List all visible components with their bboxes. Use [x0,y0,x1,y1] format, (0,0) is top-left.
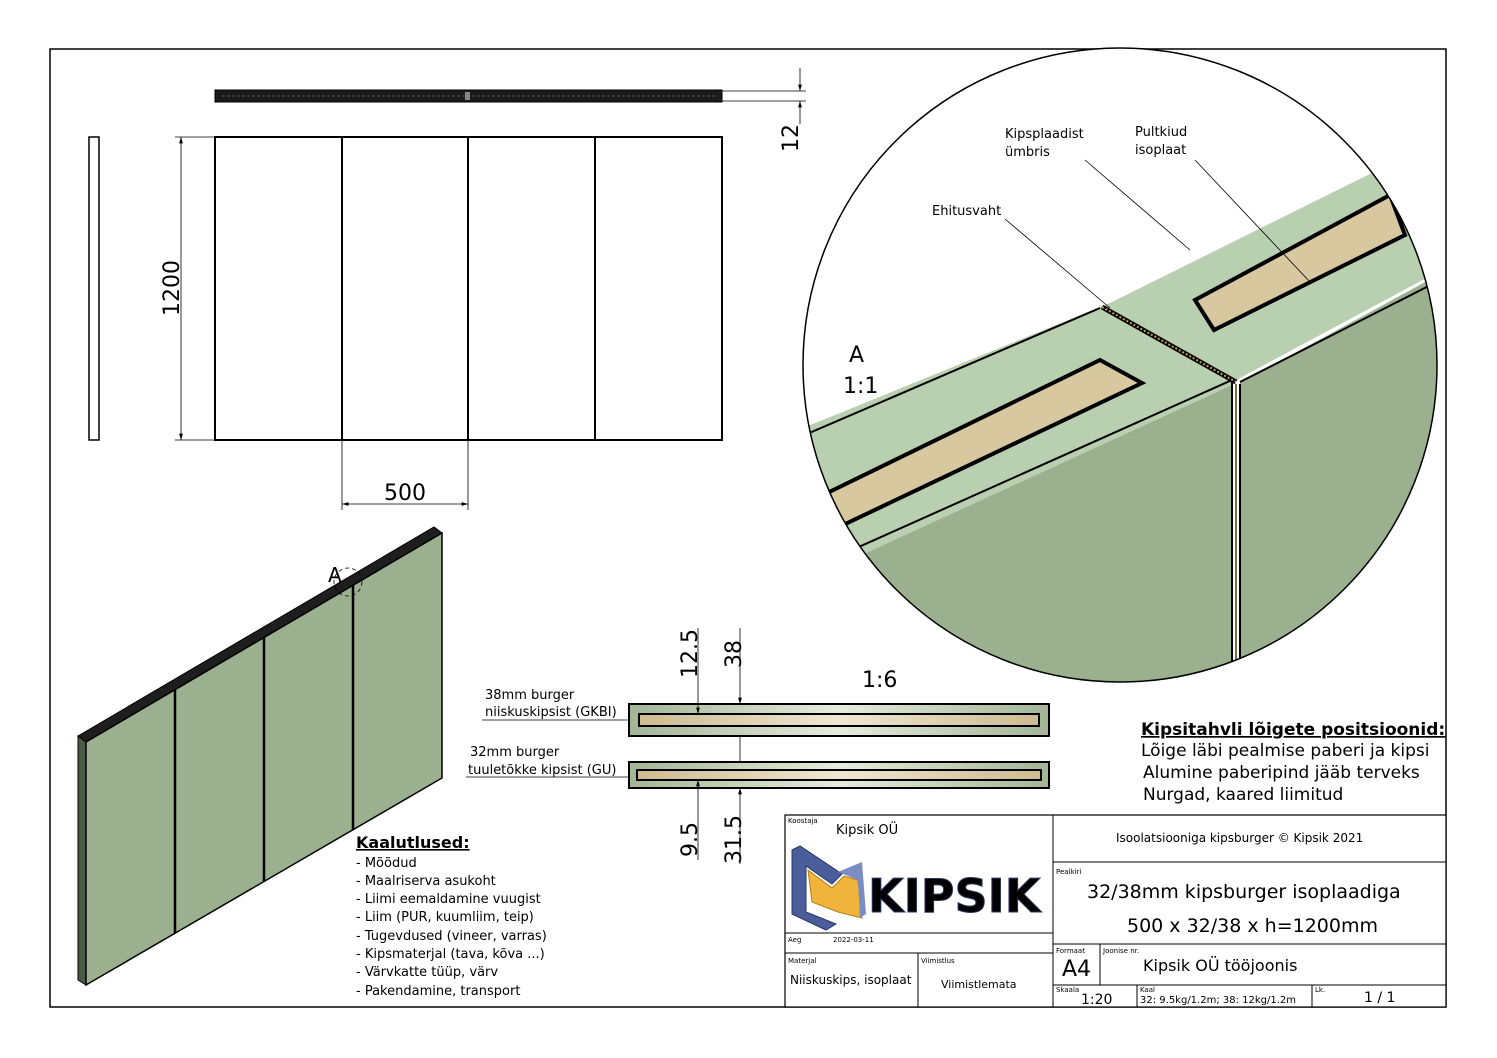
aeg-label: Aeg [788,936,801,944]
viimistlus-value: Viimistlemata [941,978,1017,991]
consideration-item: - Liim (PUR, kuumliim, teip) [356,910,534,925]
formaat-label: Formaat [1056,947,1085,955]
detail-scale: 1:1 [843,374,878,399]
koostaja-value: Kipsik OÜ [836,821,898,838]
kaal-label: Kaal [1140,986,1155,994]
consideration-item: - Tugevdused (vineer, varras) [356,929,547,944]
front-view: 1200 500 [160,136,723,510]
consideration-item: - Mõõdud [356,856,417,871]
section-scale: 1:6 [862,668,897,693]
kaal-value: 32: 9.5kg/1.2m; 38: 12kg/1.2m [1140,995,1296,1006]
skaala-label: Skaala [1056,986,1079,994]
drawing-frame [49,48,1447,1008]
callout-mark-a: A [328,563,342,587]
consideration-item: - Maalriserva asukoht [356,874,496,889]
title-line-2: 500 x 32/38 x h=1200mm [1127,915,1378,937]
leht-label: Lk. [1315,986,1325,994]
positions-line-2: Alumine paberipind jääb terveks [1143,763,1420,783]
top-view: 12 [214,68,806,152]
title-line-1: 32/38mm kipsburger isoplaadiga [1087,881,1401,903]
section-views: 1:6 38mm burger niiskuskipsist (GKBI) 32… [466,628,1050,864]
dim-bottom-b: 31.5 [722,815,747,864]
label-kipsplaadist-1: Kipsplaadist [1005,127,1084,142]
positions-line-1: Lõige läbi pealmise paberi ja kipsi [1141,741,1429,761]
dim-width: 500 [384,481,426,506]
dim-top-a: 12.5 [678,629,703,678]
materjal-label: Materjal [788,957,816,965]
burger38-2: niiskuskipsist (GKBI) [485,705,617,720]
pealkiri-label: Pealkiri [1056,868,1081,876]
viimistlus-label: Viimistlus [921,957,955,965]
consideration-item: - Värvkatte tüüp, värv [356,965,498,980]
skaala-value: 1:20 [1081,992,1112,1008]
dim-thickness: 12 [779,124,804,152]
kipsik-logo: KIPSIK [791,845,1043,931]
burger38-1: 38mm burger [485,688,575,703]
label-ehitusvaht: Ehitusvaht [932,204,1001,219]
positions-line-3: Nurgad, kaared liimitud [1143,785,1343,805]
dim-top-b: 38 [722,640,747,668]
header-text: Isoolatsiooniga kipsburger © Kipsik 2021 [1116,831,1363,845]
label-pultkiud-2: isoplaat [1135,143,1186,158]
dim-bottom-a: 9.5 [678,822,703,857]
joonise-value: Kipsik OÜ tööjoonis [1143,956,1297,975]
detail-label: A [849,343,864,368]
aeg-value: 2022-03-11 [833,936,874,944]
isometric-view: A [77,526,443,987]
positions-title: Kipsitahvli lõigete positsioonid: [1141,720,1445,740]
side-view [88,136,100,441]
koostaja-label: Koostaja [788,817,818,825]
label-kipsplaadist-2: ümbris [1005,145,1050,160]
considerations: Kaalutlused: - Mõõdud - Maalriserva asuk… [356,833,547,999]
considerations-title: Kaalutlused: [356,833,470,852]
burger32-1: 32mm burger [470,745,560,760]
logo-text: KIPSIK [868,869,1043,923]
consideration-item: - Liimi eemaldamine vuugist [356,892,541,907]
positions-note: Kipsitahvli lõigete positsioonid: Lõige … [1141,720,1445,805]
label-pultkiud-1: Pultkiud [1135,125,1187,140]
materjal-value: Niiskuskips, isoplaat [790,973,912,987]
title-block: Koostaja Kipsik OÜ KIPSIK Aeg 2022-03-11… [784,814,1447,1008]
leht-value: 1 / 1 [1364,990,1395,1006]
joonise-label: Joonise nr. [1102,947,1139,955]
detail-a: Ehitusvaht Kipsplaadist ümbris Pultkiud … [802,47,1438,683]
dim-height: 1200 [160,260,185,316]
consideration-item: - Kipsmaterjal (tava, kõva ...) [356,947,545,962]
consideration-item: - Pakendamine, transport [356,984,520,999]
formaat-value: A4 [1062,957,1091,982]
burger32-2: tuuletõkke kipsist (GU) [468,763,616,778]
